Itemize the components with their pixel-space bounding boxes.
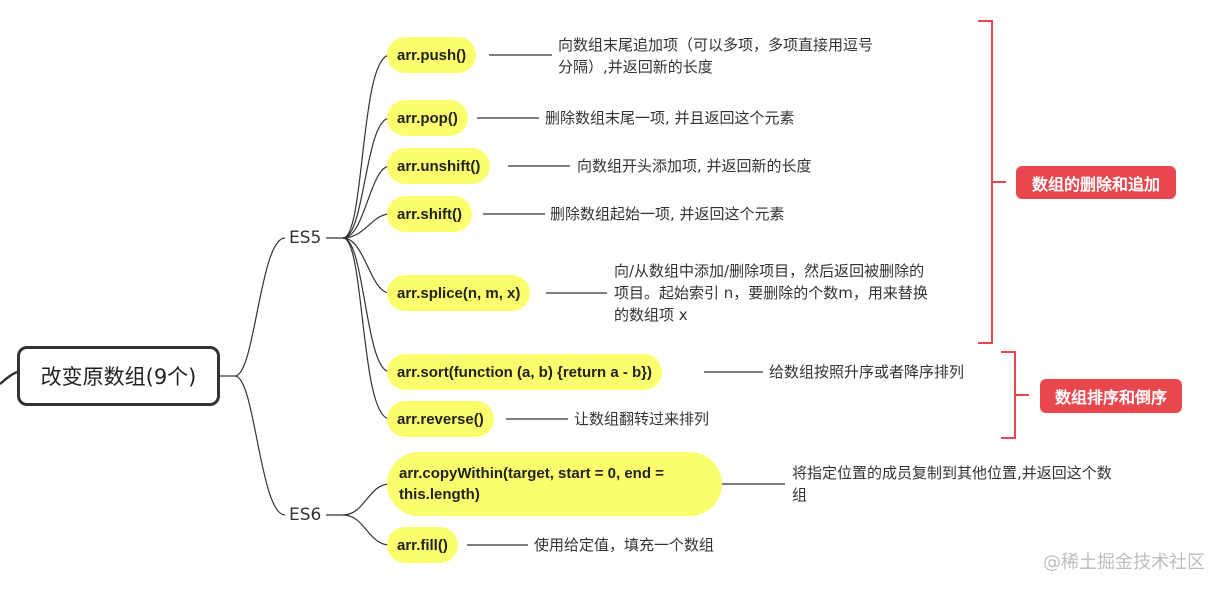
- method-sort: arr.sort(function (a, b) {return a - b}): [387, 354, 663, 390]
- method-pop: arr.pop(): [387, 100, 468, 136]
- desc-push-line-2: 分隔）,并返回新的长度: [558, 58, 713, 76]
- desc-shift: 删除数组起始一项, 并返回这个元素: [550, 205, 785, 223]
- method-shift: arr.shift(): [387, 196, 473, 232]
- desc-unshift: 向数组开头添加项, 并返回新的长度: [577, 157, 812, 175]
- desc-splice: 向/从数组中添加/删除项目，然后返回被删除的 项目。起始索引 n，要删除的个数m…: [614, 260, 928, 326]
- method-reverse: arr.reverse(): [387, 401, 494, 437]
- method-push: arr.push(): [387, 37, 477, 73]
- desc-push-line-1: 向数组末尾追加项（可以多项，多项直接用逗号: [558, 36, 874, 54]
- desc-copywithin: 将指定位置的成员复制到其他位置,并返回这个数 组: [792, 462, 1112, 506]
- method-unshift: arr.unshift(): [387, 148, 491, 184]
- desc-pop: 删除数组末尾一项, 并且返回这个元素: [545, 109, 795, 127]
- method-copywithin-line-2: this.length): [399, 486, 480, 503]
- desc-splice-line-3: 的数组项 x: [614, 306, 688, 324]
- branch-es5: ES5: [289, 228, 322, 248]
- desc-copywithin-line-1: 将指定位置的成员复制到其他位置,并返回这个数: [792, 464, 1112, 482]
- method-splice: arr.splice(n, m, x): [387, 275, 531, 311]
- method-copywithin: arr.copyWithin(target, start = 0, end = …: [387, 452, 722, 516]
- desc-splice-line-2: 项目。起始索引 n，要删除的个数m，用来替换: [614, 284, 928, 302]
- root-node: 改变原数组(9个): [17, 346, 220, 406]
- tag-add-remove: 数组的删除和追加: [1016, 166, 1176, 199]
- desc-sort: 给数组按照升序或者降序排列: [769, 363, 965, 381]
- tag-sort-reverse: 数组排序和倒序: [1040, 379, 1182, 413]
- watermark: @稀土掘金技术社区: [1043, 552, 1205, 573]
- branch-es6: ES6: [289, 505, 322, 525]
- desc-push: 向数组末尾追加项（可以多项，多项直接用逗号 分隔）,并返回新的长度: [558, 34, 873, 78]
- desc-reverse: 让数组翻转过来排列: [574, 410, 710, 428]
- method-copywithin-line-1: arr.copyWithin(target, start = 0, end =: [399, 465, 664, 482]
- method-fill: arr.fill(): [387, 527, 458, 563]
- desc-copywithin-line-2: 组: [792, 486, 808, 504]
- desc-fill: 使用给定值，填充一个数组: [534, 536, 715, 554]
- root-label: 改变原数组(9个): [40, 365, 197, 389]
- desc-splice-line-1: 向/从数组中添加/删除项目，然后返回被删除的: [614, 262, 925, 280]
